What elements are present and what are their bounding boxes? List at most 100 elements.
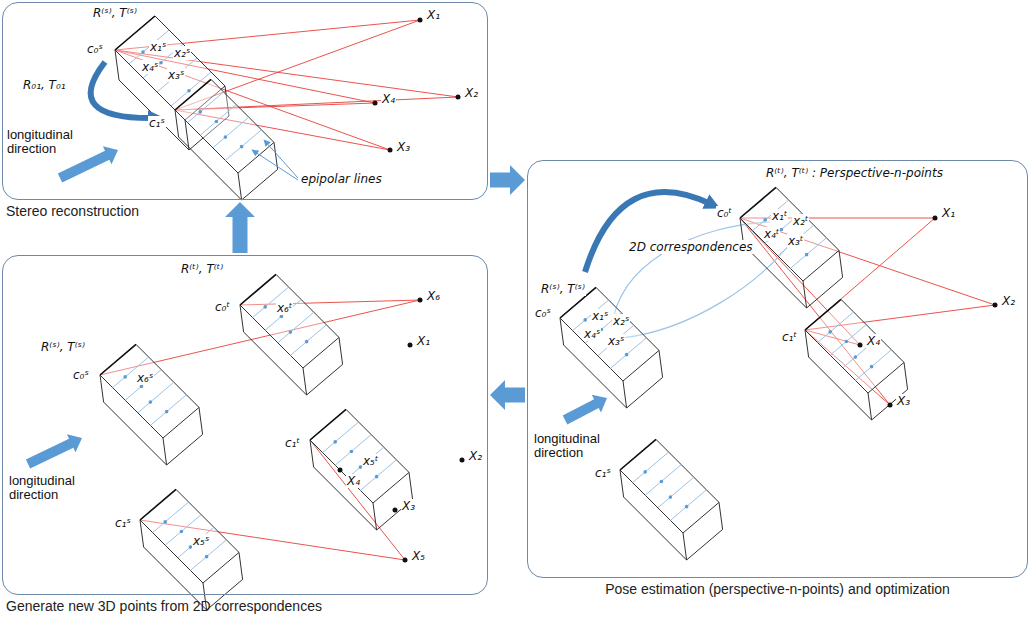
camera-frustum <box>740 187 843 308</box>
camera-frustum <box>240 274 343 395</box>
image-point <box>141 50 145 54</box>
diagram-label: x₃ˢ <box>167 68 185 82</box>
camera-edge <box>238 173 242 200</box>
direction-arrow <box>26 434 82 468</box>
diagram-label: X₆ <box>426 289 441 303</box>
image-point <box>159 61 163 65</box>
leader-line <box>252 150 298 180</box>
camera-image-plane <box>620 439 719 533</box>
diagram-label: c₀ᵗ <box>214 300 231 314</box>
diagram-label: c₀ˢ <box>72 368 90 382</box>
image-point <box>625 353 629 357</box>
image-point <box>149 400 153 404</box>
diagram-label: X₄ <box>346 474 361 488</box>
image-point <box>854 355 858 359</box>
image-point <box>375 475 379 479</box>
epipolar-line <box>200 105 236 136</box>
panel-caption: Stereo reconstruction <box>6 203 139 219</box>
image-point <box>643 470 647 474</box>
diagram-label: x₁ᵗ <box>771 209 788 223</box>
space-point <box>993 303 998 308</box>
epipolar-line <box>265 300 301 331</box>
diagram-label: X₃ <box>896 394 911 408</box>
epipolar-line <box>598 325 634 356</box>
camera-image-plane <box>140 489 239 583</box>
process-panel: Stereo reconstruction <box>2 2 488 200</box>
cameras <box>100 16 908 610</box>
camera-image-plane <box>740 187 839 281</box>
flow-arrow <box>490 380 525 410</box>
space-points <box>338 18 998 563</box>
image-point <box>280 315 284 319</box>
camera-top-edge <box>805 299 841 330</box>
diagram-label: x₂ᵗ <box>792 214 809 228</box>
diagram-label: c₁ᵗ <box>284 436 301 450</box>
epipolar-line <box>670 490 706 521</box>
diagram-label: x₅ᵗ <box>362 454 379 468</box>
diagram-label: c₀ˢ <box>534 306 552 320</box>
image-point <box>305 340 309 344</box>
panel-caption: Generate new 3D points from 2D correspon… <box>6 598 322 614</box>
camera-frustum <box>560 287 663 408</box>
epipolar-line <box>150 395 186 426</box>
epipolar-line <box>213 117 249 148</box>
camera-top-edge <box>100 344 136 375</box>
image-point <box>165 410 169 414</box>
direction-arrow <box>563 395 607 425</box>
image-point <box>805 253 809 257</box>
projection-ray <box>740 218 995 305</box>
diagram-label: x₁ˢ <box>149 40 167 54</box>
image-point <box>669 495 673 499</box>
camera-frustum <box>100 344 203 465</box>
epipolar-line <box>138 382 174 413</box>
image-point <box>763 218 767 222</box>
diagram-label: X₃ <box>396 140 411 154</box>
camera-frustum <box>805 299 908 420</box>
camera-edge <box>683 533 687 560</box>
diagram-label: X₁ <box>426 8 441 22</box>
diagram-label: R₀₁, T₀₁ <box>22 78 67 92</box>
diagram-label: x₄ˢ <box>141 60 159 74</box>
flow-arrow <box>490 165 525 195</box>
image-point <box>123 375 127 379</box>
camera-frustum <box>140 489 243 610</box>
image-point <box>215 120 219 124</box>
diagram-label: x₁ˢ <box>591 309 609 323</box>
space-point <box>418 298 423 303</box>
epipolar-line <box>278 312 314 343</box>
image-point <box>163 520 167 524</box>
flow-arrow <box>225 202 255 253</box>
epipolar-line <box>125 370 161 401</box>
camera-frustum <box>175 79 278 200</box>
correspondence-curve <box>612 222 770 326</box>
diagram-label: longitudinal direction <box>6 128 88 156</box>
diagram-label: X₄ <box>866 334 881 348</box>
space-point <box>373 101 378 106</box>
diagram-label: X₅ <box>411 549 426 563</box>
camera-top-edge <box>175 79 211 110</box>
diagram-label: c₁ˢ <box>594 466 612 480</box>
diagram-label: c₁ˢ <box>148 116 166 130</box>
camera-top-edge <box>140 489 176 520</box>
epipolar-line <box>830 325 866 356</box>
epipolar-line <box>573 300 609 331</box>
image-point <box>224 135 228 139</box>
epipolar-line <box>645 465 681 496</box>
image-point <box>263 305 267 309</box>
diagram-label: X₃ <box>401 499 416 513</box>
camera-frustum <box>620 439 723 560</box>
image-point <box>240 145 244 149</box>
diagram-label: x₆ᵗ <box>276 301 293 315</box>
epipolar-line <box>188 92 224 123</box>
diagram-label: x₄ˢ <box>583 327 601 341</box>
diagram-label: x₃ˢ <box>607 334 625 348</box>
camera-edge <box>373 503 377 530</box>
image-point <box>333 440 337 444</box>
space-point <box>888 403 893 408</box>
epipolar-line <box>818 312 854 343</box>
leader-line <box>264 140 298 178</box>
diagram-label: R⁽ˢ⁾, T⁽ˢ⁾ <box>92 6 138 20</box>
diagram-label: x₂ˢ <box>173 46 191 60</box>
diagram-label: R⁽ᵗ⁾, T⁽ᵗ⁾ <box>180 262 224 276</box>
